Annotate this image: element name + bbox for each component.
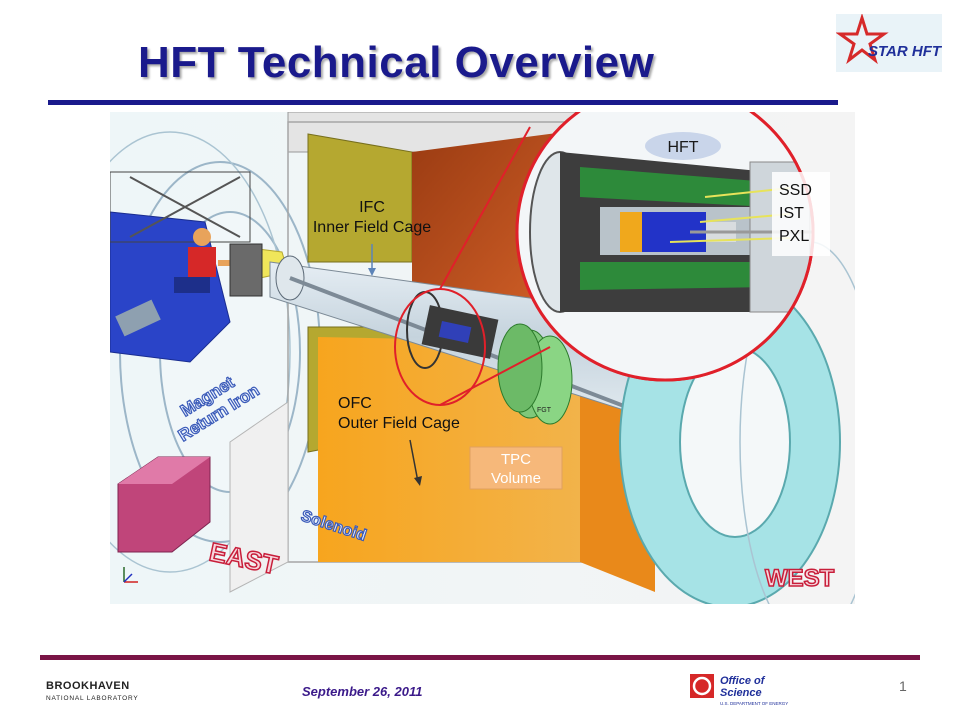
- doe-line2: Science: [720, 687, 762, 699]
- zoom-ist-orange: [620, 212, 642, 252]
- insertion-fixture: [229, 243, 263, 297]
- east-mechanism: [115, 299, 161, 337]
- doe-line3: U.S. DEPARTMENT OF ENERGY: [720, 701, 788, 706]
- tpc-label-1: TPC: [501, 451, 531, 468]
- ist-label: IST: [779, 205, 804, 222]
- brookhaven-logo: BROOKHAVEN NATIONAL LABORATORY: [46, 680, 139, 702]
- solenoid-side: [229, 401, 289, 593]
- tpc-volume-box: [469, 446, 563, 490]
- footer-rule: [40, 655, 920, 660]
- layer-labels-bg: [772, 172, 830, 256]
- ofc-label: OFC: [338, 395, 372, 412]
- pxl-label: PXL: [779, 228, 809, 245]
- detector-diagram: FGT HFT SSD IST PXL IFC Inner Field Cage…: [110, 112, 855, 604]
- bnl-name: BROOKHAVEN: [46, 680, 130, 692]
- doe-emblem-swirl: [692, 676, 712, 696]
- footer-date: September 26, 2011: [302, 684, 423, 699]
- ofc-full-label: Outer Field Cage: [338, 415, 460, 432]
- east-frame-strut-2: [129, 176, 241, 238]
- ofc-arrow-head: [414, 476, 422, 486]
- star-hft-text: STAR HFT: [868, 43, 942, 60]
- east-frame: [110, 171, 251, 243]
- slide-title: HFT Technical Overview: [138, 38, 655, 87]
- callout-line-top: [439, 126, 531, 290]
- title-underline: [48, 100, 838, 105]
- callout-line-bottom: [439, 346, 551, 406]
- zoom-ssd-ladders-bottom: [580, 262, 770, 290]
- zoom-ssd-ladders: [580, 167, 770, 207]
- hft-label-bubble: [645, 132, 721, 160]
- star-icon: [836, 14, 889, 65]
- pink-box-top: [118, 457, 210, 484]
- doe-line1: Office of: [720, 675, 766, 687]
- worker-legs: [174, 277, 210, 293]
- west-label: WEST: [765, 565, 835, 592]
- star-hft-logo: STAR HFT: [836, 14, 942, 72]
- office-of-science-logo: Office of Science U.S. DEPARTMENT OF ENE…: [690, 674, 788, 706]
- page-number: 1: [899, 678, 907, 694]
- ofc-arrow: [409, 439, 419, 483]
- fgt-label: FGT: [537, 407, 552, 414]
- ifc-label: IFC: [359, 199, 385, 216]
- worker-head: [193, 228, 211, 246]
- magnet-ring-far: [110, 131, 291, 573]
- ifc-olive-panel: [307, 133, 413, 263]
- bnl-sub: NATIONAL LABORATORY: [46, 695, 139, 702]
- hft-pxl-core: [438, 321, 472, 343]
- hft-label: HFT: [667, 139, 698, 156]
- ifc-arrow-head: [368, 268, 376, 276]
- axis-z: [123, 573, 133, 583]
- fgt-disk-3: [497, 323, 543, 413]
- pxl-pointer: [669, 237, 791, 243]
- ssd-label: SSD: [779, 182, 812, 199]
- ifc-full-label: Inner Field Cage: [313, 219, 431, 236]
- worker-body: [188, 247, 216, 277]
- tpc-label-2: Volume: [491, 470, 541, 487]
